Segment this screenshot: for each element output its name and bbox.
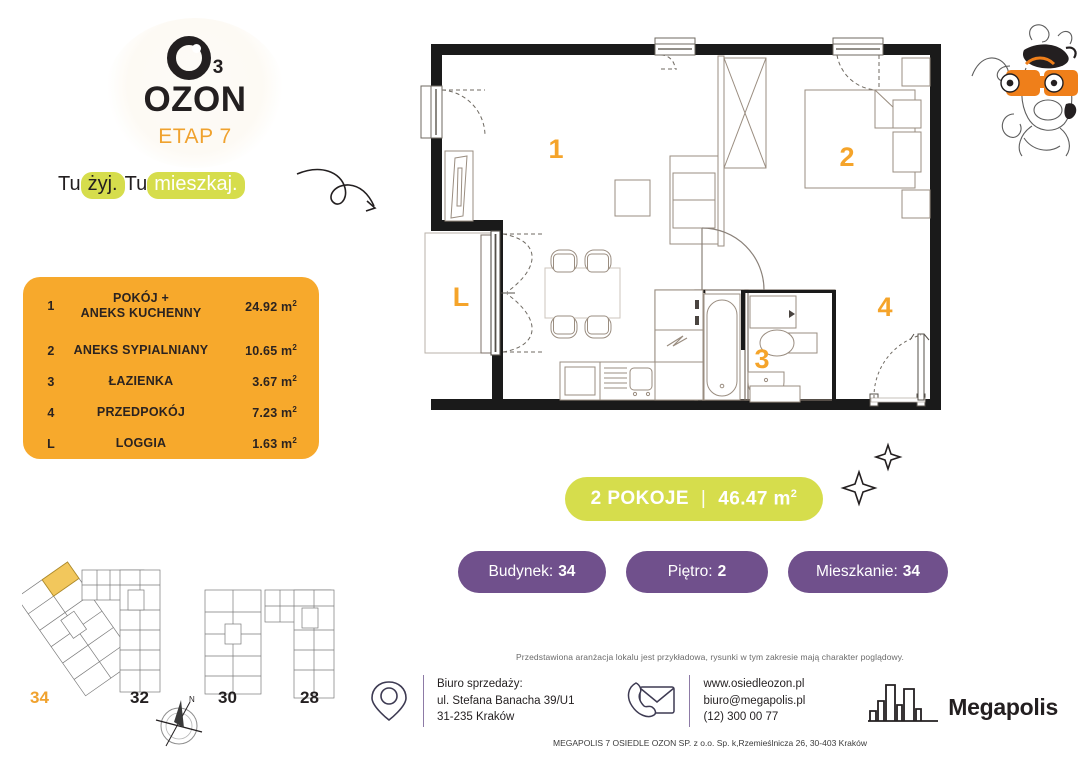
logo-wordmark: OZON <box>143 80 247 119</box>
legend-number: 1 <box>47 299 55 314</box>
table-row: 4 PRZEDPOKÓJ 7.23 m2 <box>23 397 319 428</box>
city-skyline-icon <box>868 684 939 722</box>
ozon-logo: 3 OZON ETAP 7 <box>95 18 295 168</box>
sales-office-text: Biuro sprzedaży: ul. Stefana Banacha 39/… <box>437 676 574 726</box>
area-summary-badge: 2 POKOJE | 46.47 m2 <box>565 477 823 521</box>
plan-room-marker-1: 1 <box>548 134 563 164</box>
building-key-labels: 34 32 30 28 <box>22 688 362 714</box>
plan-entry-door <box>869 333 930 407</box>
legend-room-name: ŁAZIENKA <box>108 374 174 389</box>
phone-envelope-icon <box>628 682 676 718</box>
slogan-part-3: Tu <box>124 173 148 195</box>
email-link[interactable]: biuro@megapolis.pl <box>703 694 806 707</box>
plan-room-marker-4: 4 <box>877 292 892 322</box>
building-value: 34 <box>558 563 576 580</box>
legend-number: 3 <box>47 374 55 389</box>
office-line-3: 31-235 Kraków <box>437 711 515 724</box>
legend-room-name: PRZEDPOKÓJ <box>96 404 186 419</box>
ozone-logo-icon: 3 <box>95 20 295 80</box>
legend-area: 3.67 m2 <box>252 374 297 390</box>
legend-area: 10.65 m2 <box>245 343 297 359</box>
map-pin-icon <box>371 681 407 722</box>
legend-area: 1.63 m2 <box>252 435 297 452</box>
plan-bathroom-door <box>701 227 765 291</box>
logo-stage: ETAP 7 <box>158 125 232 148</box>
plan-furniture-dining <box>544 249 621 339</box>
rooms-count-label: 2 POKOJE <box>590 488 689 509</box>
footer-divider <box>423 675 424 727</box>
legend-room-name-line1: POKÓJ + <box>113 290 169 305</box>
table-row: 1 POKÓJ + ANEKS KUCHENNY 24.92 m2 <box>23 277 319 335</box>
sales-office-block: Biuro sprzedaży: ul. Stefana Banacha 39/… <box>368 675 574 727</box>
floor-label: Piętro: <box>667 563 713 580</box>
o-ring-icon <box>166 36 211 80</box>
plan-furniture-living <box>444 55 767 247</box>
brand-name-label: Megapolis <box>948 694 1058 720</box>
legend-room-name: POKÓJ + ANEKS KUCHENNY <box>72 277 210 335</box>
slogan-part-4: mieszkaj. <box>147 172 245 199</box>
logo-subscript: 3 <box>212 57 224 78</box>
mini-plan-28 <box>264 589 335 699</box>
megapolis-brand: Megapolis <box>868 679 1058 723</box>
mascot-with-binoculars-icon <box>971 24 1078 157</box>
company-legal-line: MEGAPOLIS 7 OSIEDLE OZON SP. z o.o. Sp. … <box>553 738 867 748</box>
legend-area: 7.23 m2 <box>252 404 297 421</box>
sparkles-icon <box>840 442 903 507</box>
contact-block: www.osiedleozon.pl biuro@megapolis.pl (1… <box>626 675 805 727</box>
legend-room-name-line2: ANEKS KUCHENNY <box>80 306 202 321</box>
legend-number: 4 <box>47 405 55 420</box>
plan-room-marker-2: 2 <box>839 142 854 172</box>
plan-furniture-bathroom <box>703 293 818 403</box>
apartment-value: 34 <box>902 563 921 580</box>
plan-furniture-kitchen <box>559 289 704 401</box>
room-legend-table: 1 POKÓJ + ANEKS KUCHENNY 24.92 m2 2 ANEK… <box>23 277 319 459</box>
plan-loggia <box>424 230 543 356</box>
mini-plan-label-34[interactable]: 34 <box>30 688 49 707</box>
legend-room-name: ANEKS SYPIALNIANY <box>73 343 209 358</box>
table-row: 3 ŁAZIENKA 3.67 m2 <box>23 366 319 397</box>
floor-pill[interactable]: Piętro:2 <box>626 551 768 593</box>
mini-plan-30 <box>204 589 262 695</box>
mini-plan-label-28[interactable]: 28 <box>300 688 319 707</box>
badge-separator: | <box>700 488 707 509</box>
compass-rose-icon: N <box>155 695 203 747</box>
footer-divider <box>689 675 691 727</box>
legend-room-name: LOGGIA <box>115 435 167 450</box>
legend-area: 24.92 m2 <box>245 298 297 314</box>
plan-windows <box>420 37 884 139</box>
building-label: Budynek: <box>488 563 554 580</box>
mini-plan-34 <box>22 561 137 697</box>
apartment-label: Mieszkanie: <box>815 563 898 580</box>
phone-number[interactable]: (12) 300 00 77 <box>703 711 779 724</box>
plan-room-marker-3: 3 <box>754 344 769 374</box>
room-legend: 1 POKÓJ + ANEKS KUCHENNY 24.92 m2 2 ANEK… <box>23 277 319 459</box>
property-attribute-pills: Budynek:34 Piętro:2 Mieszkanie:34 <box>458 551 948 593</box>
mini-plan-label-30[interactable]: 30 <box>218 688 237 707</box>
building-pill[interactable]: Budynek:34 <box>458 551 606 593</box>
floor-value: 2 <box>717 563 727 580</box>
plan-room-marker-L: L <box>453 282 470 312</box>
website-link[interactable]: www.osiedleozon.pl <box>703 677 805 690</box>
total-area-label: 46.47 m2 <box>718 487 798 510</box>
table-row: L LOGGIA 1.63 m2 <box>23 428 319 459</box>
mini-plan-32 <box>81 569 161 693</box>
legend-number: L <box>47 436 55 451</box>
table-row: 2 ANEKS SYPIALNIANY 10.65 m2 <box>23 335 319 366</box>
slogan-part-2: żyj. <box>80 172 125 199</box>
apartment-pill[interactable]: Mieszkanie:34 <box>788 551 948 593</box>
building-key-plans <box>22 561 335 699</box>
legend-number: 2 <box>47 343 55 358</box>
disclaimer-text: Przedstawiona aranżacja lokalu jest przy… <box>516 652 904 662</box>
curved-arrow-icon <box>296 168 377 212</box>
footer-bar: Biuro sprzedaży: ul. Stefana Banacha 39/… <box>368 672 1058 730</box>
slogan-part-1: Tu <box>58 173 81 195</box>
office-line-1: Biuro sprzedaży: <box>437 677 523 690</box>
office-line-2: ul. Stefana Banacha 39/U1 <box>437 694 575 707</box>
compass-north-label: N <box>189 695 195 704</box>
apartment-floor-plan: 1 2 3 4 L <box>415 28 965 430</box>
plan-furniture-bedroom <box>804 57 931 219</box>
mini-plan-label-32[interactable]: 32 <box>130 688 149 707</box>
contact-text: www.osiedleozon.pl biuro@megapolis.pl (1… <box>703 676 805 726</box>
